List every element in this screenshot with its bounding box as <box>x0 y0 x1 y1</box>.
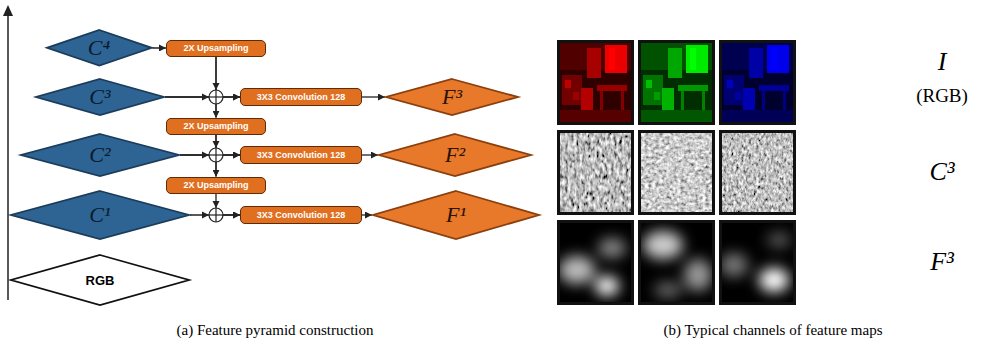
node-label: 2X Upsampling <box>183 43 248 53</box>
feature-texture <box>557 130 634 215</box>
feature-channel-tile <box>557 130 634 215</box>
pyramid-feature-diamond: F³ <box>385 78 519 116</box>
pyramid-channel-tile <box>557 220 634 305</box>
diamond-shape <box>373 191 539 239</box>
tile-border <box>559 132 633 214</box>
node-label: 3X3 Convolution 128 <box>257 210 346 220</box>
row-label: C³ <box>929 157 954 187</box>
connector-arrow <box>152 47 166 48</box>
feature-channel-tile <box>719 130 796 215</box>
node-label: C¹ <box>89 202 110 228</box>
pyramid-channel-tile <box>638 220 715 305</box>
operation-box: 2X Upsampling <box>166 177 266 194</box>
connector-arrow <box>362 154 378 155</box>
image-symbol: I <box>938 47 947 77</box>
feature-map-diamond: C⁴ <box>46 29 153 67</box>
node-label: 3X3 Convolution 128 <box>257 92 346 102</box>
tile-border <box>640 42 714 124</box>
tile-border <box>721 132 795 214</box>
row-label: (RGB) <box>916 85 968 107</box>
blurred-activation <box>559 238 626 296</box>
feature-channel-tile <box>638 130 715 215</box>
elementwise-sum <box>202 201 223 222</box>
channel-image <box>557 40 634 125</box>
feature-map-diamond: C³ <box>35 78 165 116</box>
elementwise-sum <box>202 83 223 104</box>
node-label: RGB <box>86 273 115 288</box>
connector-arrow <box>165 97 216 118</box>
node-label: C³ <box>89 84 110 110</box>
connector-arrow <box>190 214 240 215</box>
pyramid-feature-diamond: F² <box>378 133 532 177</box>
operation-box: 3X3 Convolution 128 <box>240 88 362 106</box>
green-channel-tile <box>638 40 715 125</box>
diamond-shape <box>21 134 179 176</box>
blurred-activation <box>720 232 791 292</box>
channel-image <box>638 40 715 125</box>
blurred-activation <box>643 231 712 298</box>
diamond-shape <box>47 30 152 66</box>
input-image-diamond: RGB <box>10 254 190 306</box>
node-label: C² <box>89 142 110 168</box>
operation-box: 3X3 Convolution 128 <box>240 146 362 164</box>
diamond-shape <box>11 191 189 239</box>
node-label: 3X3 Convolution 128 <box>257 150 346 160</box>
tile-border <box>721 42 795 124</box>
tile-border <box>640 132 714 214</box>
feature-map-diamond: C¹ <box>10 190 190 240</box>
node-label: F³ <box>442 84 462 110</box>
elementwise-sum <box>202 141 223 162</box>
feature-map-diamond: C² <box>20 133 180 177</box>
node-label: 2X Upsampling <box>183 180 248 190</box>
tile-border <box>559 222 633 304</box>
diamond-shape <box>379 134 531 176</box>
tile-border <box>640 222 714 304</box>
tile-border <box>721 222 795 304</box>
operation-box: 2X Upsampling <box>166 118 266 135</box>
channel-image <box>719 40 796 125</box>
tile-border <box>559 42 633 124</box>
axis-arrowhead <box>3 5 13 16</box>
diamond-shape <box>386 79 518 115</box>
feature-texture <box>638 130 715 215</box>
blue-channel-tile <box>719 40 796 125</box>
pyramid-channel-tile <box>719 220 796 305</box>
subfigure-caption: (b) Typical channels of feature maps <box>663 322 882 339</box>
pathway-axis <box>7 14 9 300</box>
pyramid-feature-diamond: F¹ <box>372 190 540 240</box>
row-label: F³ <box>930 247 954 277</box>
subfigure-caption: (a) Feature pyramid construction <box>176 322 373 339</box>
operation-box: 3X3 Convolution 128 <box>240 206 362 224</box>
node-label: F² <box>445 142 465 168</box>
diamond-shape <box>36 79 164 115</box>
diamond-shape <box>11 255 189 305</box>
feature-texture <box>719 130 796 215</box>
operation-box: 2X Upsampling <box>166 40 266 57</box>
red-channel-tile <box>557 40 634 125</box>
node-label: C⁴ <box>88 35 110 61</box>
node-label: F¹ <box>446 202 466 228</box>
node-label: 2X Upsampling <box>183 121 248 131</box>
connector-arrow <box>362 96 385 97</box>
